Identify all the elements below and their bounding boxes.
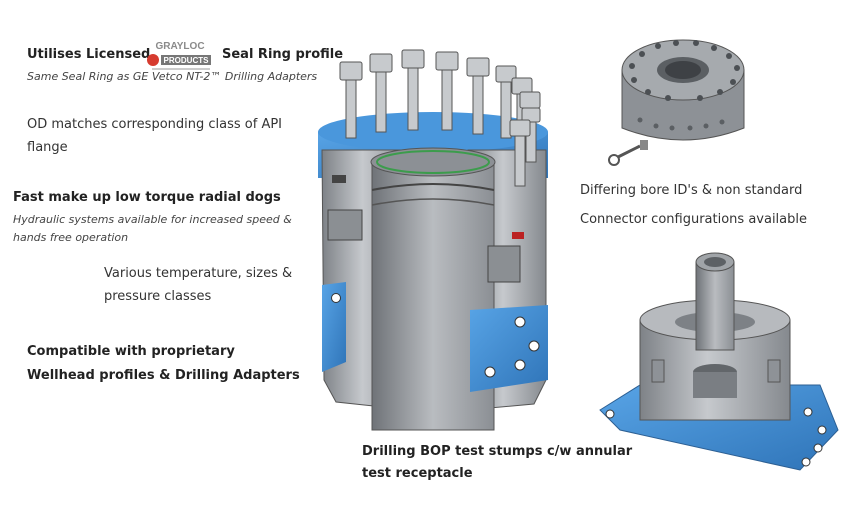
svg-text:PRODUCTS: PRODUCTS — [164, 56, 210, 65]
svg-text:GRAYLOC: GRAYLOC — [155, 41, 204, 52]
test-stump-render — [599, 252, 839, 471]
dogs-note-2: hands free operation — [13, 231, 129, 244]
temp-line-2: pressure classes — [104, 289, 212, 304]
bore-line-1: Differing bore ID's & non standard — [580, 183, 803, 198]
temp-line-1: Various temperature, sizes & — [104, 266, 293, 281]
seal-ring-suffix: Seal Ring profile — [222, 47, 344, 62]
stump-line-1: Drilling BOP test stumps c/w annular — [362, 444, 633, 459]
dogs-note-1: Hydraulic systems available for increase… — [13, 213, 292, 226]
flange-connector-render — [608, 39, 745, 166]
compat-line-1: Compatible with proprietary — [27, 344, 235, 359]
od-line-2: flange — [27, 140, 68, 155]
stump-line-2: test receptacle — [362, 466, 473, 481]
connector-cutaway — [318, 49, 548, 431]
compat-line-2: Wellhead profiles & Drilling Adapters — [27, 368, 300, 383]
dogs-title: Fast make up low torque radial dogs — [13, 190, 281, 205]
grayloc-logo: GRAYLOC PRODUCTS — [142, 38, 218, 72]
seal-ring-prefix: Utilises Licensed — [27, 47, 151, 62]
od-line-1: OD matches corresponding class of API — [27, 117, 283, 132]
bore-line-2: Connector configurations available — [580, 212, 807, 227]
seal-ring-note: Same Seal Ring as GE Vetco NT-2™ Drillin… — [27, 70, 318, 83]
